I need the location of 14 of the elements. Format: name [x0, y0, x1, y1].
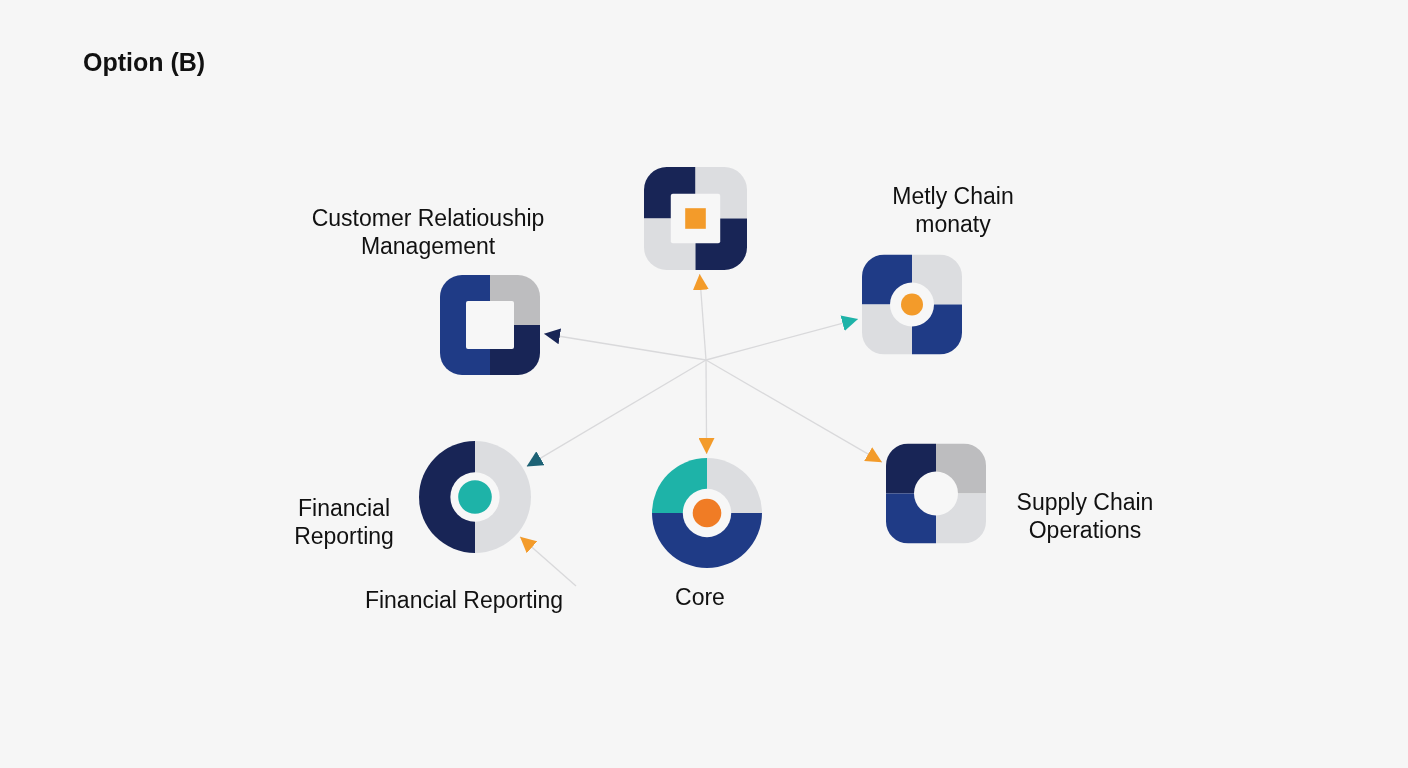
arrow: [692, 273, 709, 361]
text-label: Financial Reporting: [352, 586, 576, 614]
arrow: [525, 359, 707, 468]
arrow: [543, 328, 707, 361]
node-label: Financial Reporting: [293, 494, 395, 550]
node-label: Metly Chain monaty: [891, 182, 1015, 238]
node-label: Customer Relatiouship Management: [310, 204, 546, 260]
arrow: [519, 536, 577, 587]
node-label: Core: [674, 583, 726, 611]
arrow: [705, 315, 859, 361]
diagram-title: Option (B): [83, 48, 206, 77]
arrow: [698, 359, 715, 455]
node-label: Supply Chain Operations: [1015, 488, 1155, 544]
arrow: [705, 359, 883, 463]
